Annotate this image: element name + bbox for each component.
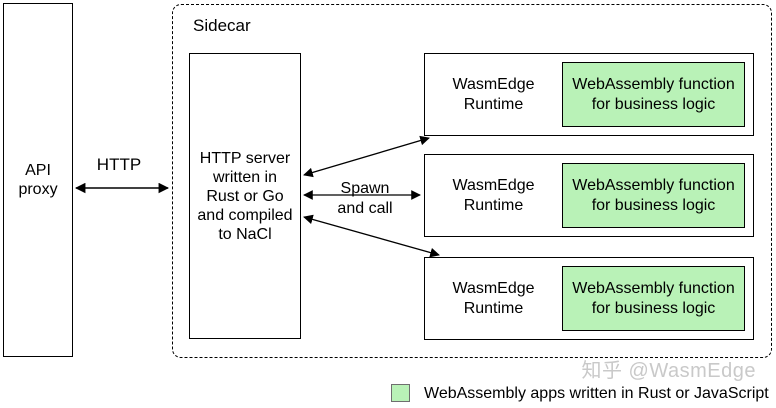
- runtime-box-2: WasmEdge Runtime WebAssembly function fo…: [424, 154, 754, 237]
- api-proxy-label: API proxy: [18, 162, 58, 198]
- wasm-function-label-1: WebAssembly function for business logic: [572, 76, 735, 113]
- http-label: HTTP: [96, 155, 142, 174]
- spawn-call-label-line1: Spawn: [340, 180, 390, 197]
- sidecar-title: Sidecar: [193, 16, 251, 35]
- runtime-label-2: WasmEdge Runtime: [452, 177, 535, 214]
- http-server-line: HTTP server: [199, 149, 291, 167]
- http-server-line: to NaCl: [218, 225, 272, 243]
- spawn-call-label-line2: and call: [337, 200, 393, 217]
- wasm-function-box-2: WebAssembly function for business logic: [562, 163, 745, 228]
- runtime-label-1: WasmEdge Runtime: [452, 76, 535, 113]
- runtime-box-1: WasmEdge Runtime WebAssembly function fo…: [424, 53, 754, 136]
- legend-green-swatch: [391, 384, 410, 402]
- wasm-function-box-3: WebAssembly function for business logic: [562, 266, 745, 331]
- http-server-box: HTTP server written in Rust or Go and co…: [189, 53, 301, 339]
- runtime-label-3: WasmEdge Runtime: [452, 280, 535, 317]
- wasm-function-label-3: WebAssembly function for business logic: [572, 280, 735, 317]
- sidecar-box: [172, 4, 772, 358]
- runtime-box-3: WasmEdge Runtime WebAssembly function fo…: [424, 257, 754, 340]
- wasm-function-label-2: WebAssembly function for business logic: [572, 177, 735, 214]
- watermark: 知乎 @WasmEdge: [581, 360, 756, 382]
- http-server-line: and compiled: [197, 206, 293, 224]
- legend-label: WebAssembly apps written in Rust or Java…: [424, 385, 769, 402]
- http-server-line: Rust or Go: [206, 187, 284, 205]
- http-server-line: written in: [212, 168, 278, 186]
- wasm-function-box-1: WebAssembly function for business logic: [562, 62, 745, 127]
- api-proxy-box: API proxy: [3, 3, 73, 357]
